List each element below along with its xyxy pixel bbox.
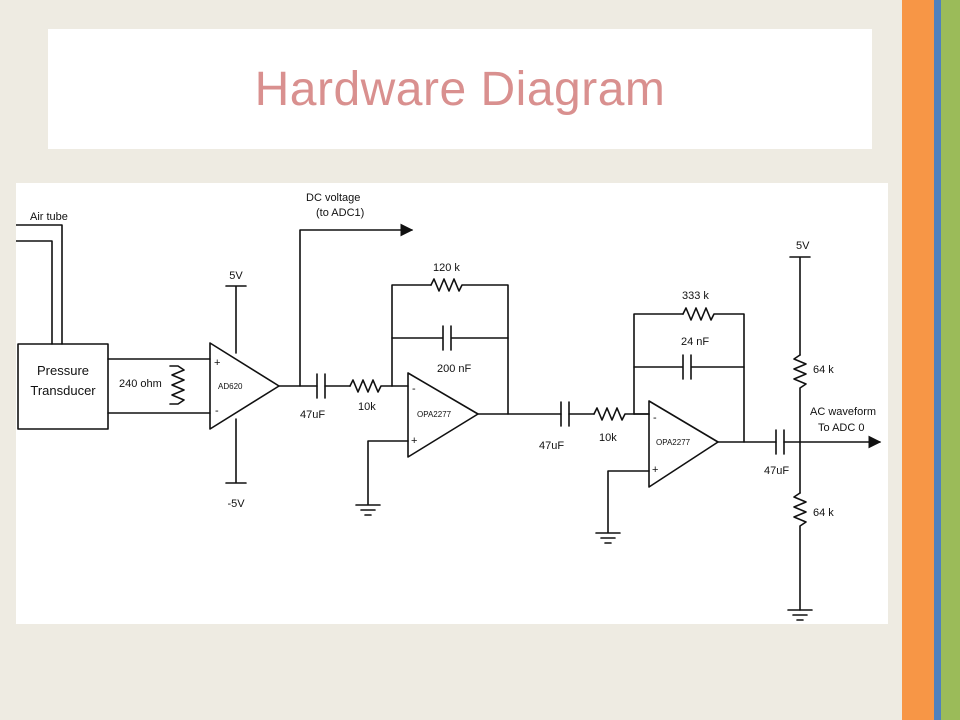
transducer-label-2: Transducer xyxy=(30,383,96,398)
ad620-supply-pos-wire xyxy=(225,285,247,354)
r-bottom-label: 64 k xyxy=(813,507,834,519)
ad620-amplifier xyxy=(209,342,280,430)
gain-resistor xyxy=(169,365,185,405)
resistor-top xyxy=(793,354,807,494)
capacitor-c2 xyxy=(560,401,570,427)
dc-voltage-label-2: (to ADC1) xyxy=(316,207,364,219)
opamp2 xyxy=(648,400,719,488)
feedback2-left xyxy=(633,313,684,415)
feedback1-left xyxy=(391,284,432,387)
ad620-minus: - xyxy=(215,405,219,417)
opamp2-label: OPA2277 xyxy=(656,438,691,447)
c1-label: 47uF xyxy=(300,409,325,421)
r1-label: 10k xyxy=(358,401,376,413)
accent-stripe-blue xyxy=(934,0,941,720)
resistor-r1 xyxy=(349,379,393,393)
ad620-supply-neg-wire xyxy=(225,418,247,484)
c2-label: 47uF xyxy=(539,440,564,452)
opamp2-plus: + xyxy=(652,464,658,476)
ad620-supply-neg: -5V xyxy=(227,498,245,510)
capacitor-c1 xyxy=(316,373,326,399)
output-label-1: AC waveform xyxy=(810,406,876,418)
output-label-2: To ADC 0 xyxy=(818,422,864,434)
ad620-label: AD620 xyxy=(218,382,243,391)
opamp2-ground xyxy=(595,470,650,544)
air-tube-label: Air tube xyxy=(30,211,68,223)
feedback2-resistor xyxy=(682,307,745,443)
ad620-plus: + xyxy=(214,357,220,369)
supply-5v-wire xyxy=(789,256,811,356)
c3-label: 47uF xyxy=(764,465,789,477)
feedback1-capacitor xyxy=(391,325,509,351)
r-top-label: 64 k xyxy=(813,364,834,376)
feedback2-capacitor xyxy=(633,354,745,380)
ad620-supply-pos: 5V xyxy=(229,270,243,282)
opamp1-label: OPA2277 xyxy=(417,410,452,419)
opamp2-minus: - xyxy=(653,412,657,424)
opamp1-ground xyxy=(355,440,409,516)
divider-ground xyxy=(787,609,813,621)
air-tube xyxy=(16,224,63,345)
transducer-label-1: Pressure xyxy=(37,363,89,378)
feedback1-resistor xyxy=(430,278,509,415)
cf2-label: 24 nF xyxy=(681,336,709,348)
opamp1-plus: + xyxy=(411,435,417,447)
accent-stripe-orange xyxy=(902,0,934,720)
circuit-diagram: Air tube Pressure Transducer 240 ohm AD6… xyxy=(16,183,888,624)
opamp1 xyxy=(407,372,479,458)
rf1-label: 120 k xyxy=(433,262,460,274)
capacitor-c3 xyxy=(775,429,785,455)
r2-label: 10k xyxy=(599,432,617,444)
pressure-transducer-box xyxy=(17,343,109,430)
gain-resistor-label: 240 ohm xyxy=(119,378,162,390)
rf2-label: 333 k xyxy=(682,290,709,302)
circuit-svg: Air tube Pressure Transducer 240 ohm AD6… xyxy=(16,192,882,621)
dc-voltage-tap xyxy=(299,223,414,387)
accent-stripe-green xyxy=(941,0,960,720)
opamp1-minus: - xyxy=(412,383,416,395)
cf1-label: 200 nF xyxy=(437,363,472,375)
resistor-r2 xyxy=(593,407,650,421)
slide-title: Hardware Diagram xyxy=(254,62,666,116)
title-box: Hardware Diagram xyxy=(48,29,872,149)
supply-5v-label: 5V xyxy=(796,240,810,252)
dc-voltage-label-1: DC voltage xyxy=(306,192,360,204)
resistor-bottom xyxy=(793,492,807,611)
